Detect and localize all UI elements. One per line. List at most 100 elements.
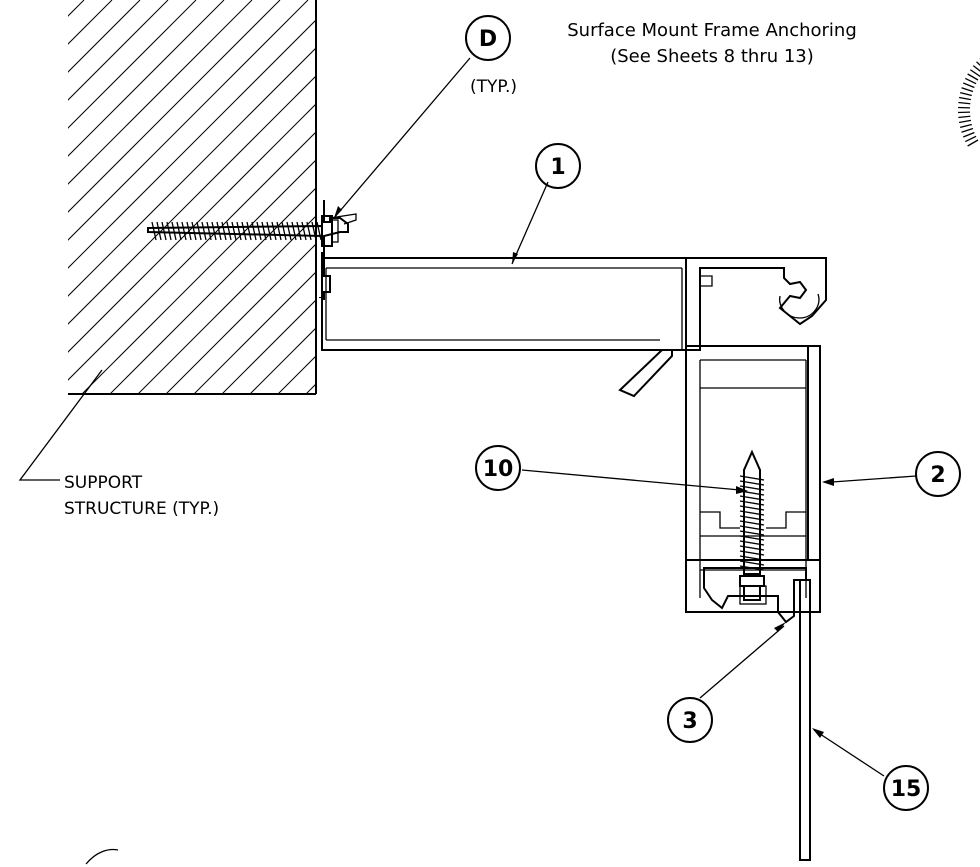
- screw-thread: [231, 221, 237, 241]
- hatch-line: [68, 75, 316, 325]
- screw-thread: [739, 495, 765, 501]
- hatch-line: [68, 0, 169, 101]
- screw-thread: [266, 221, 272, 241]
- hatch-line: [68, 0, 197, 129]
- screw-thread: [739, 540, 765, 546]
- panel-part-15: [799, 579, 811, 861]
- screw-thread: [171, 221, 177, 241]
- detail-marker-tick: [961, 127, 974, 133]
- screw-thread: [226, 221, 232, 241]
- anchoring-note-reference: (See Sheets 8 thru 13): [610, 46, 814, 67]
- callout-10: 10: [475, 445, 521, 491]
- hatch-line: [68, 103, 316, 353]
- detail-marker-tick: [959, 91, 972, 97]
- detail-marker-tick: [958, 101, 971, 105]
- callout-2: 2: [915, 451, 961, 497]
- screw-thread: [739, 505, 765, 511]
- screw-thread: [181, 221, 187, 241]
- detail-marker-tick: [959, 123, 972, 129]
- hatch-line: [68, 0, 225, 157]
- screw-thread: [739, 560, 765, 566]
- screw-thread: [739, 515, 765, 521]
- screw-thread: [256, 221, 262, 241]
- screw-thread: [151, 221, 157, 241]
- screw-thread: [739, 480, 765, 486]
- screw-thread: [739, 555, 765, 561]
- screw-thread: [276, 221, 282, 241]
- callout-d: D: [465, 15, 511, 61]
- hatch-line: [0, 0, 56, 400]
- partial-detail-marker-bottom: [85, 848, 119, 865]
- detail-marker-tick: [961, 87, 974, 93]
- screw-thread: [739, 475, 765, 481]
- callout-15-label: 15: [891, 777, 922, 802]
- hatch-line: [68, 0, 253, 185]
- support-structure-wall: [0, 0, 317, 400]
- screw-thread: [251, 221, 257, 241]
- callout-1-label: 1: [550, 155, 565, 180]
- frame-profile-part-1: [319, 200, 827, 398]
- screw-thread: [201, 221, 207, 241]
- screw-thread: [291, 221, 297, 241]
- screw-thread: [739, 525, 765, 531]
- hatch-line: [221, 299, 316, 394]
- screw-thread: [739, 520, 765, 526]
- screw-thread: [241, 221, 247, 241]
- screw-thread: [739, 485, 765, 491]
- detail-marker-tick: [962, 131, 975, 138]
- detail-marker-tick: [976, 61, 980, 66]
- support-structure-label-line2: STRUCTURE (TYP.): [64, 499, 219, 519]
- wall-hatching: [0, 0, 316, 400]
- hatch-line: [68, 0, 113, 45]
- detail-marker-tick: [958, 96, 972, 101]
- detail-marker-tick: [969, 69, 980, 77]
- screw-thread: [161, 221, 167, 241]
- vertical-frame-part-2: [685, 345, 821, 613]
- anchoring-note-title: Surface Mount Frame Anchoring: [567, 20, 857, 41]
- hatch-line: [109, 187, 316, 394]
- hatch-line: [249, 327, 316, 394]
- detail-marker-tick: [972, 65, 980, 72]
- screw-thread: [191, 221, 197, 241]
- anchor-screw-d: [147, 215, 339, 247]
- screw-thread: [221, 221, 227, 241]
- screw-thread: [176, 221, 182, 241]
- callout-3-label: 3: [682, 709, 697, 734]
- callout-15: 15: [883, 765, 929, 811]
- hatch-line: [68, 47, 316, 297]
- detail-marker-tick: [958, 115, 971, 119]
- screw-thread: [301, 221, 307, 241]
- screw-thread: [296, 221, 302, 241]
- callout-d-label: D: [479, 27, 497, 52]
- hatch-line: [68, 0, 85, 17]
- screw-thread: [739, 535, 765, 541]
- hatch-line: [68, 131, 316, 381]
- callout-d-typ-note: (TYP.): [470, 77, 517, 97]
- callout-2-label: 2: [930, 463, 945, 488]
- hatch-line: [193, 271, 316, 394]
- screw-thread: [739, 500, 765, 506]
- callout-1: 1: [535, 143, 581, 189]
- detail-marker-tick: [967, 139, 979, 147]
- hatch-line: [68, 19, 316, 269]
- screw-thread: [186, 221, 192, 241]
- detail-marker-tick: [962, 82, 975, 89]
- screw-thread: [271, 221, 277, 241]
- screw-thread: [166, 221, 172, 241]
- screw-thread: [216, 221, 222, 241]
- screw-thread: [311, 221, 317, 241]
- screw-thread: [156, 221, 162, 241]
- hatch-line: [68, 0, 309, 241]
- screw-thread: [206, 221, 212, 241]
- leader-lines: [18, 57, 917, 777]
- screw-thread: [261, 221, 267, 241]
- screw-thread: [316, 221, 322, 241]
- screw-thread: [739, 530, 765, 536]
- screw-thread: [211, 221, 217, 241]
- callout-3: 3: [667, 697, 713, 743]
- screw-thread: [306, 221, 312, 241]
- detail-marker-tick: [958, 119, 972, 124]
- hatch-line: [165, 243, 316, 394]
- screw-thread: [281, 221, 287, 241]
